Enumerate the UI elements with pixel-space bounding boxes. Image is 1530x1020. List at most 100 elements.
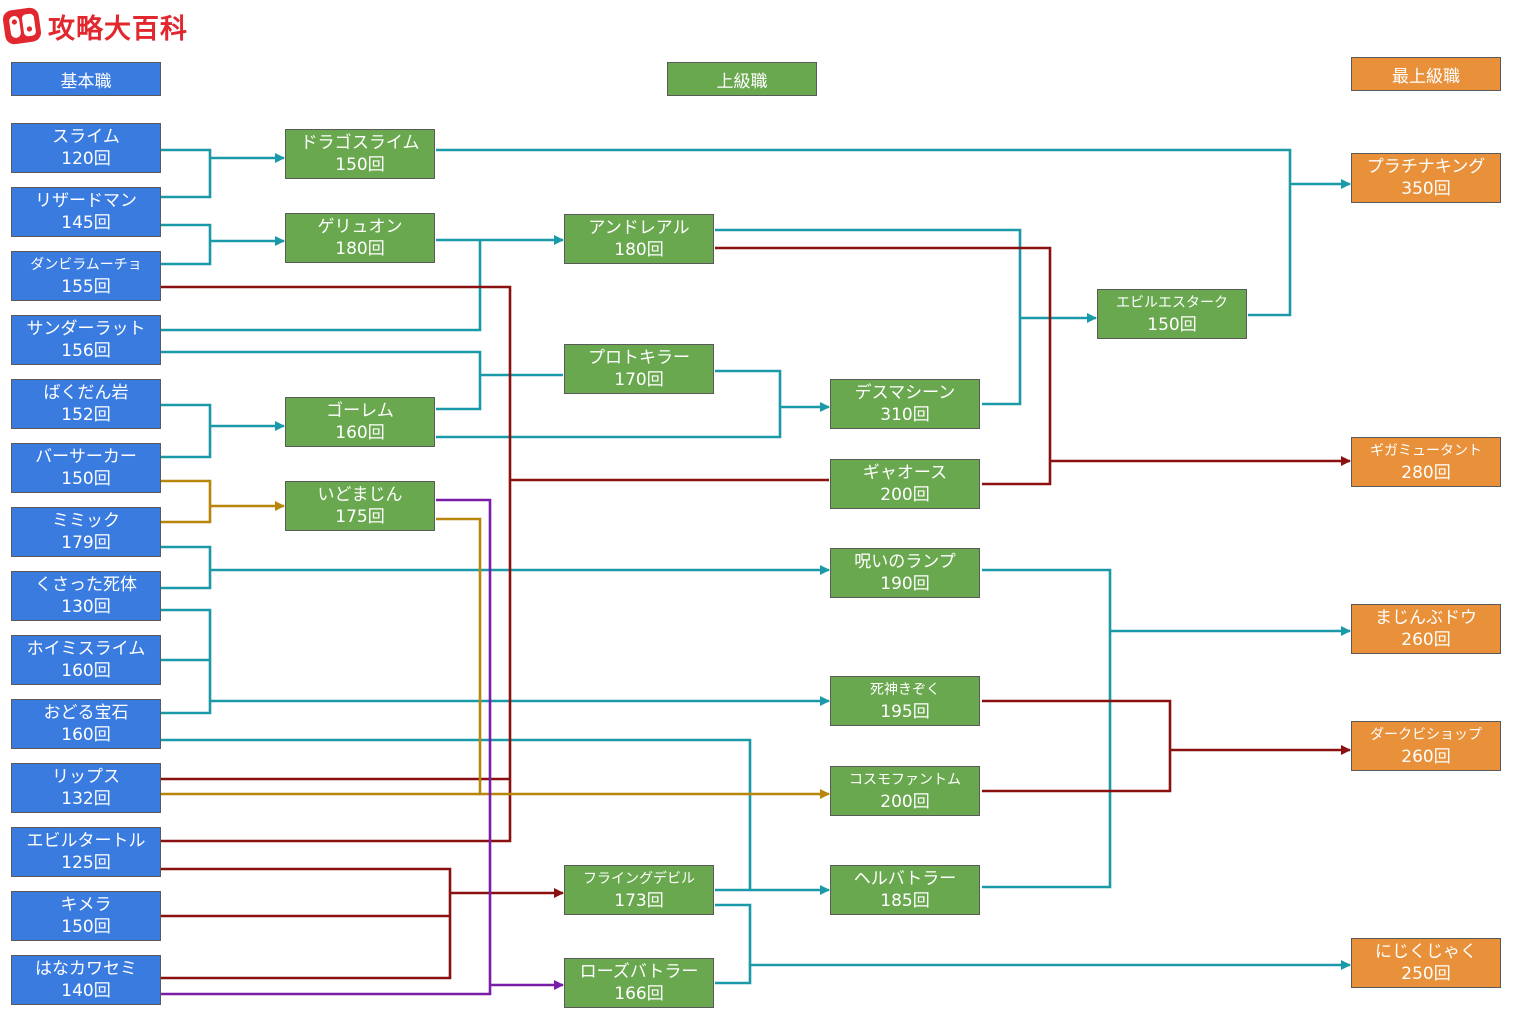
job-count: 150回 xyxy=(1147,315,1197,335)
connector-teal-2 xyxy=(161,223,212,266)
job-name: ホイミスライム xyxy=(26,639,146,659)
job-count: 260回 xyxy=(1401,630,1451,650)
job-count: 280回 xyxy=(1401,463,1451,483)
job-count: 140回 xyxy=(61,981,111,1001)
job-count: 180回 xyxy=(335,239,385,259)
job-count: 156回 xyxy=(61,341,111,361)
job-node-evilestark[interactable]: エビルエスターク 150回 xyxy=(1097,289,1247,339)
job-count: 173回 xyxy=(614,891,664,911)
job-name: キメラ xyxy=(60,895,112,915)
job-node-cosmophantom[interactable]: コスモファントム 200回 xyxy=(830,766,980,816)
logo-text: 攻略大百科 xyxy=(48,13,188,45)
connector-red-27 xyxy=(715,246,1052,486)
job-name: まじんぶドウ xyxy=(1375,608,1477,628)
job-count: 250回 xyxy=(1401,964,1451,984)
header-advanced-class: 上級職 xyxy=(667,62,817,96)
job-count: 200回 xyxy=(880,792,930,812)
connector-red-34 xyxy=(161,867,452,980)
job-name: バーサーカー xyxy=(35,447,137,467)
job-count: 195回 xyxy=(880,702,930,722)
job-count: 132回 xyxy=(61,789,111,809)
connector-teal-0 xyxy=(161,148,212,199)
connector-teal-8 xyxy=(161,350,482,411)
header-base-class: 基本職 xyxy=(11,62,161,96)
connector-teal-12 xyxy=(436,369,782,439)
job-name: ばくだん岩 xyxy=(43,383,129,403)
job-name: リザードマン xyxy=(35,191,137,211)
job-name: くさった死体 xyxy=(35,575,137,595)
job-name: プラチナキング xyxy=(1366,157,1486,177)
job-name: はなカワセミ xyxy=(35,959,137,979)
site-logo[interactable]: 攻略大百科 xyxy=(2,4,188,48)
job-node-flyingdevil[interactable]: フライングデビル 173回 xyxy=(564,865,714,915)
job-count: 155回 xyxy=(61,277,111,297)
job-count: 200回 xyxy=(880,485,930,505)
job-count: 180回 xyxy=(614,240,664,260)
job-name: ドラゴスライム xyxy=(300,133,420,153)
connector-red-29 xyxy=(161,285,512,843)
connector-teal-23 xyxy=(161,738,752,892)
job-count: 185回 xyxy=(880,891,930,911)
job-name: フライングデビル xyxy=(583,871,695,887)
connector-teal-26 xyxy=(715,965,752,985)
connector-teal-14 xyxy=(715,228,1022,406)
job-name: ギガミュータント xyxy=(1370,443,1482,459)
job-node-danbira[interactable]: ダンビラムーチョ 155回 xyxy=(11,251,161,301)
job-name: サンダーラット xyxy=(26,319,146,339)
connector-red-32 xyxy=(982,699,1172,793)
job-count: 160回 xyxy=(335,423,385,443)
job-count: 120回 xyxy=(61,149,111,169)
job-name: リップス xyxy=(52,767,120,787)
job-name: ゴーレム xyxy=(326,401,394,421)
connector-teal-10 xyxy=(161,403,212,459)
job-node-gigamutant[interactable]: ギガミュータント 280回 xyxy=(1351,437,1501,487)
job-name: コスモファントム xyxy=(849,772,961,788)
job-count: 125回 xyxy=(61,853,111,873)
connector-purple-41 xyxy=(161,498,492,996)
job-name: 呪いのランプ xyxy=(854,552,956,572)
job-count: 166回 xyxy=(614,984,664,1004)
job-name: いどまじん xyxy=(317,485,403,505)
job-name: エビルエスターク xyxy=(1116,295,1228,311)
job-name: ダークビショップ xyxy=(1370,727,1482,743)
job-name: スライム xyxy=(52,127,120,147)
job-name: ギャオース xyxy=(862,463,948,483)
connector-teal-7 xyxy=(161,240,482,332)
connector-teal-18 xyxy=(161,608,212,715)
job-name: ダンビラムーチョ xyxy=(30,257,142,273)
job-count: 145回 xyxy=(61,213,111,233)
job-name: ローズバトラー xyxy=(579,962,699,982)
connector-teal-4 xyxy=(436,148,1292,317)
job-name: にじくじゃく xyxy=(1375,942,1477,962)
